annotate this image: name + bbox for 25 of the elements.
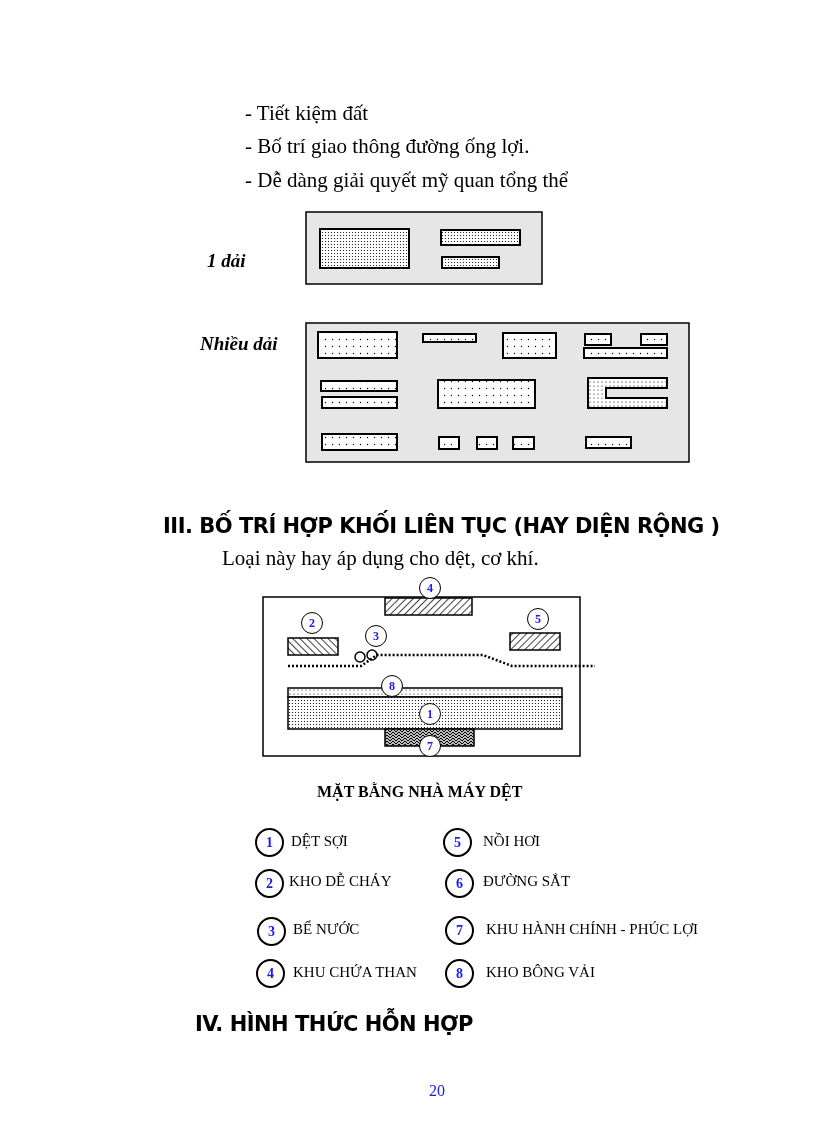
callout-number: 4 [419, 577, 441, 599]
bullet-text: - Bố trí giao thông đường ống lợi. [245, 134, 530, 159]
bullet-text: - Dễ dàng giải quyết mỹ quan tổng thể [245, 168, 569, 193]
legend-text: KHO BÔNG VẢI [486, 964, 595, 982]
legend-number: 1 [255, 828, 284, 857]
legend-number: 3 [257, 917, 286, 946]
legend-number: 2 [255, 869, 284, 898]
page-number: 20 [429, 1082, 445, 1101]
legend-text: NỒI HƠI [483, 833, 541, 851]
row-label: Nhiều dải [200, 333, 278, 355]
caption: MẶT BẰNG NHÀ MÁY DỆT [317, 783, 523, 802]
legend-number: 4 [256, 959, 285, 988]
legend-text: KHO DỄ CHÁY [289, 873, 392, 891]
legend-number: 5 [443, 828, 472, 857]
legend-text: BỂ NƯỚC [293, 921, 360, 939]
legend-text: KHU CHỨA THAN [293, 964, 417, 982]
legend-text: KHU HÀNH CHÍNH - PHÚC LỢI [486, 921, 699, 939]
legend-text: ĐƯỜNG SẮT [483, 873, 571, 891]
legend-number: 8 [445, 959, 474, 988]
row-label: 1 dải [207, 250, 246, 272]
legend-number: 6 [445, 869, 474, 898]
body-text: Loại này hay áp dụng cho dệt, cơ khí. [222, 546, 539, 571]
legend-text: DỆT SỢI [291, 833, 348, 851]
bullet-text: - Tiết kiệm đất [245, 101, 369, 126]
legend-number: 7 [445, 916, 474, 945]
